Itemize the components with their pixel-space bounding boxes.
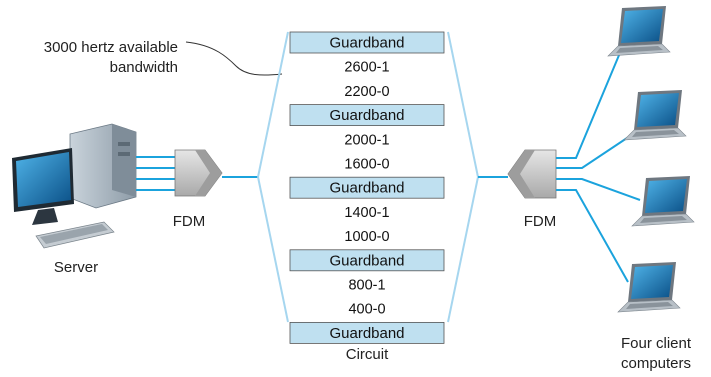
- client-links: [556, 47, 641, 283]
- frequency-label: 2200-0: [344, 84, 389, 100]
- guardband-box: [289, 31, 445, 54]
- circuit-band-table: Guardband2600-12200-0Guardband2000-11600…: [289, 31, 445, 344]
- laptop-icon-4: [617, 261, 681, 313]
- guardband-label: Guardband: [329, 325, 404, 342]
- frequency-label: 1400-1: [344, 205, 389, 221]
- fan-left-bottom: [257, 176, 289, 323]
- frequency-label: 400-0: [348, 302, 385, 318]
- guardband-label: Guardband: [329, 180, 404, 197]
- frequency-label: 2600-1: [344, 60, 389, 76]
- guardband-label: Guardband: [329, 35, 404, 52]
- guardband-box: [289, 176, 445, 199]
- frequency-label: 2000-1: [344, 132, 389, 148]
- server-label: Server: [54, 259, 98, 276]
- server-icon: [12, 123, 137, 249]
- annotation-leader-line: [185, 41, 283, 76]
- right-fdm-label: FDM: [524, 213, 557, 230]
- frequency-label: 800-1: [348, 278, 385, 294]
- bandwidth-annotation: 3000 hertz available bandwidth: [44, 39, 283, 76]
- left-fdm-icon: [174, 149, 223, 197]
- client-link-1: [556, 47, 623, 159]
- clients-label-line-2: computers: [621, 355, 691, 372]
- guardband-box: [289, 249, 445, 272]
- client-link-4: [556, 189, 629, 283]
- frequency-label: 1000-0: [344, 229, 389, 245]
- left-fdm-label: FDM: [173, 213, 206, 230]
- fan-right-top: [447, 31, 479, 178]
- fan-left-top: [257, 31, 289, 178]
- laptop-icon-3: [631, 175, 695, 227]
- guardband-box: [289, 321, 445, 344]
- circuit-fan-lines: [257, 31, 479, 323]
- frequency-label: 1600-0: [344, 157, 389, 173]
- server-links: [136, 156, 176, 191]
- fan-right-bottom: [447, 176, 479, 323]
- client-link-3: [556, 178, 641, 201]
- right-fdm-icon: [507, 149, 557, 199]
- annotation-line-1: 3000 hertz available: [44, 39, 178, 56]
- laptop-icon-2: [623, 89, 687, 141]
- guardband-label: Guardband: [329, 107, 404, 124]
- laptop-icon-1: [607, 5, 671, 57]
- clients-label-line-1: Four client: [621, 335, 692, 352]
- annotation-line-2: bandwidth: [110, 59, 178, 76]
- guardband-box: [289, 104, 445, 126]
- client-link-2: [556, 131, 637, 169]
- guardband-label: Guardband: [329, 252, 404, 269]
- circuit-label: Circuit: [346, 346, 389, 363]
